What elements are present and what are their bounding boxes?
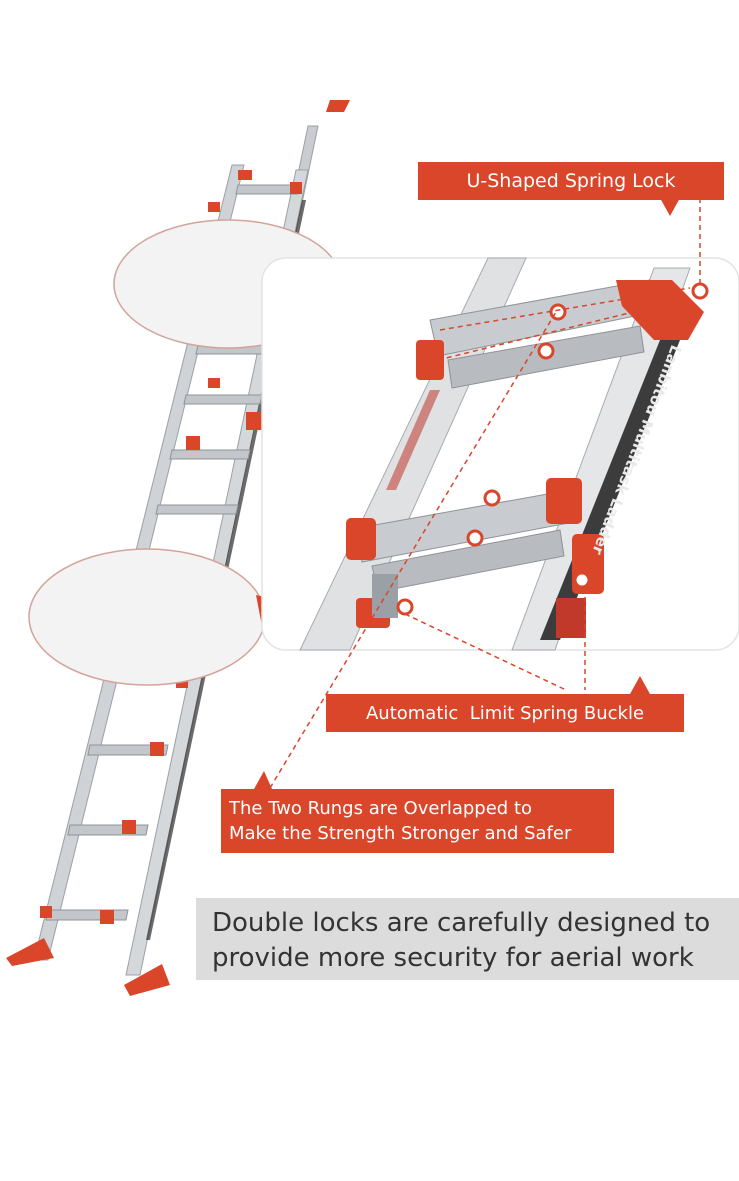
callout-text-line1: The Two Rungs are Overlapped to <box>229 798 533 819</box>
callout-u-shaped-spring-lock: U-Shaped Spring Lock <box>418 162 724 200</box>
summary-box: Double locks are carefully designed to p… <box>196 898 739 980</box>
leader-lines <box>269 198 701 789</box>
callout-text: Automatic Limit Spring Buckle <box>365 702 645 724</box>
detail-panel: Lanbitou Multitask Ladder <box>261 257 739 651</box>
summary-line1: Double locks are carefully designed to <box>212 908 711 938</box>
top-cap <box>326 100 350 112</box>
callout-text: U-Shaped Spring Lock <box>466 170 676 192</box>
callout-pointers <box>254 198 680 789</box>
summary-line2: provide more security for aerial work <box>212 943 694 973</box>
ladder-feet <box>6 938 170 996</box>
callout-limit-spring-buckle: Automatic Limit Spring Buckle <box>326 694 684 732</box>
callout-overlapped-rungs: The Two Rungs are Overlapped to Make the… <box>221 789 614 853</box>
u-spring-lock <box>616 280 704 340</box>
callout-text-line2: Make the Strength Stronger and Safer <box>229 823 572 844</box>
